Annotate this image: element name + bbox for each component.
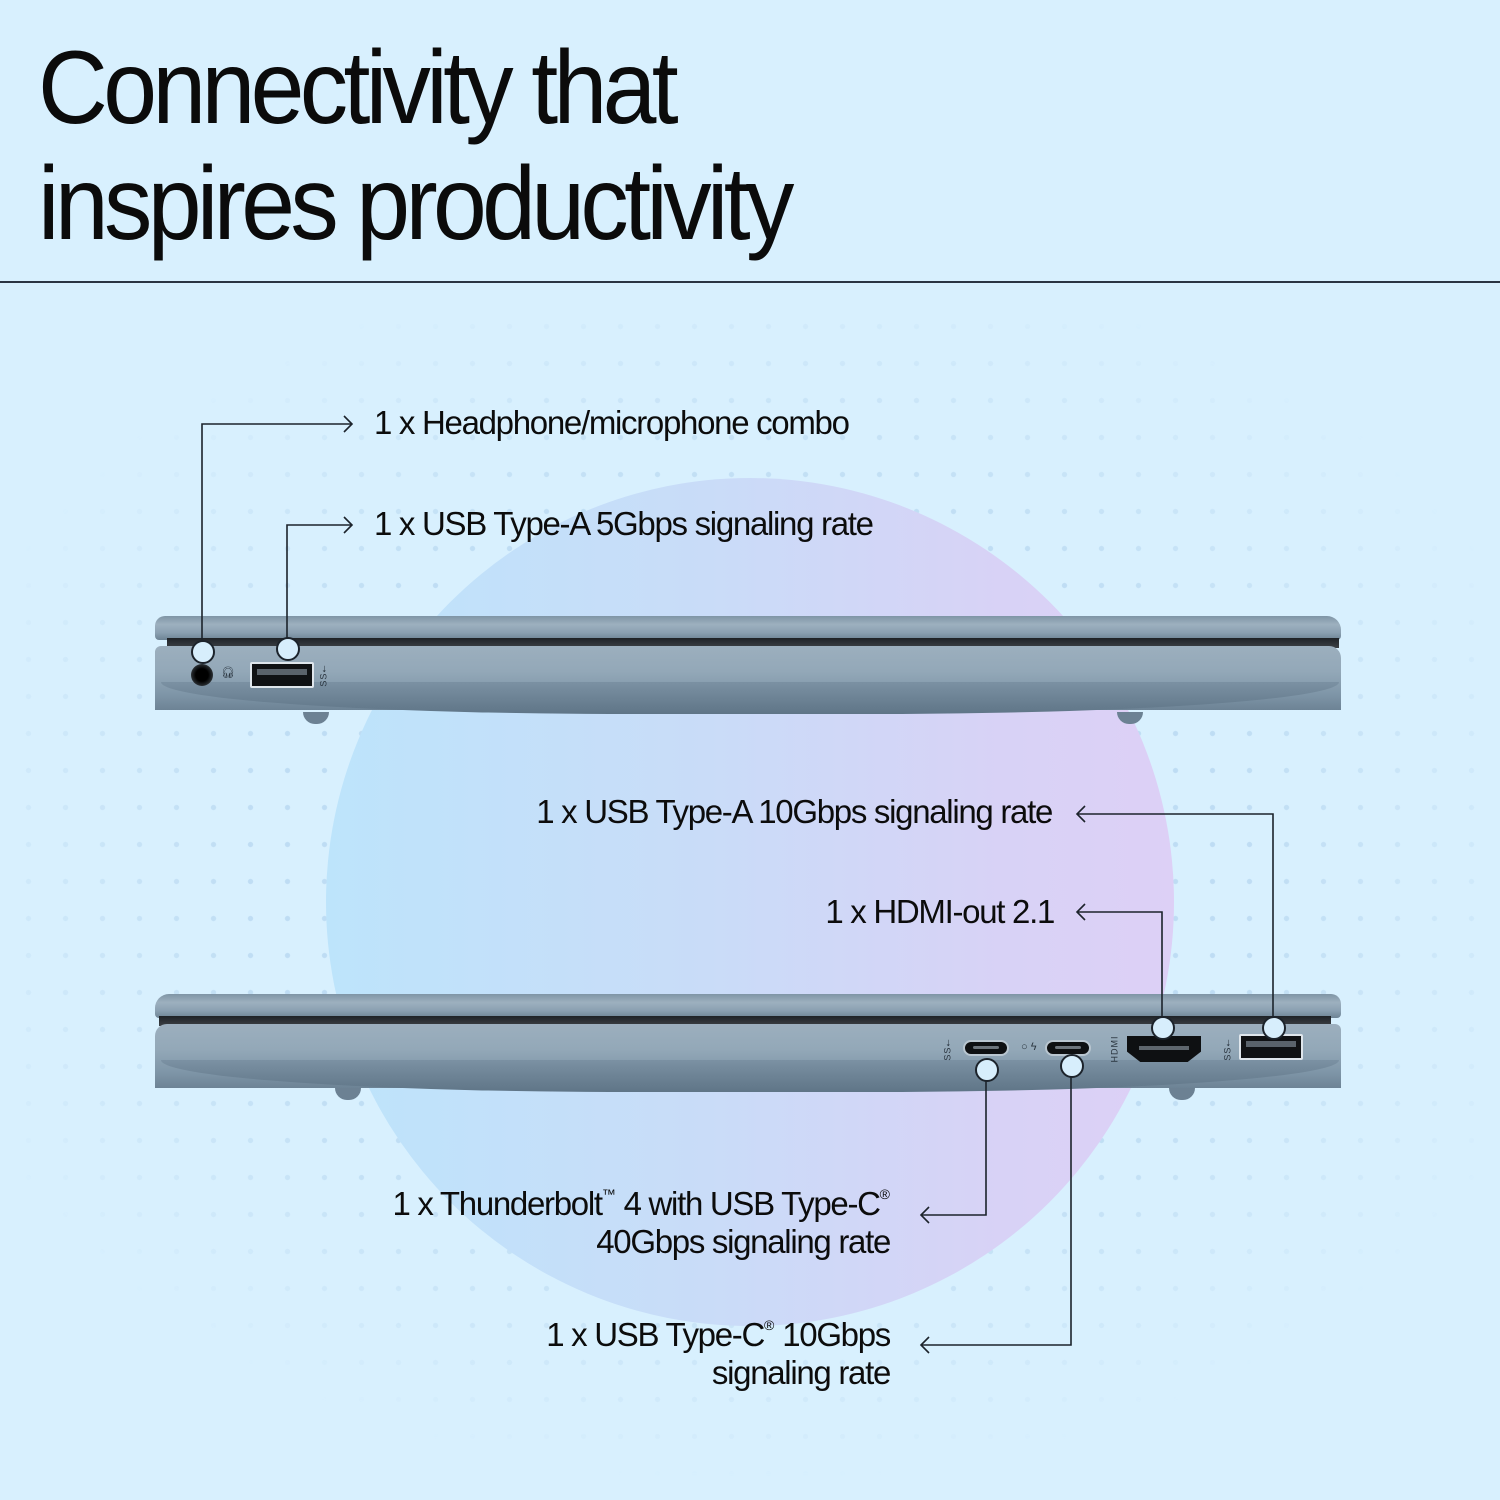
- header-divider: [0, 281, 1500, 283]
- header: Connectivity that inspires productivity: [0, 0, 1500, 282]
- port-marker-hdmi: [1151, 1016, 1175, 1040]
- port-marker-usb-c-10gbps: [1060, 1054, 1084, 1078]
- port-marker-thunderbolt: [975, 1058, 999, 1082]
- hdmi-port: [1127, 1036, 1201, 1062]
- headphone-icon: 🎧︎: [221, 667, 235, 679]
- rubber-foot: [303, 712, 329, 724]
- laptop-lid: [155, 994, 1341, 1018]
- laptop-left-side-view: 🎧︎ SS⭠: [155, 616, 1345, 726]
- callout-usb-a-10gbps: 1 x USB Type-A 10Gbps signaling rate: [536, 793, 1053, 830]
- callout-hdmi-out: 1 x HDMI-out 2.1: [825, 893, 1055, 930]
- title-line-2: inspires productivity: [38, 146, 794, 262]
- rubber-foot: [1117, 712, 1143, 724]
- rubber-foot: [1169, 1088, 1195, 1100]
- callout-thunderbolt-4: 1 x Thunderbolt™ 4 with USB Type-C® 40Gb…: [392, 1185, 892, 1260]
- thunderbolt-4-usb-c-port: [963, 1040, 1009, 1056]
- rubber-foot: [335, 1088, 361, 1100]
- headphone-jack-port: [191, 664, 213, 686]
- hdmi-logo-icon: HDMI: [1109, 1035, 1120, 1063]
- usb-a-5gbps-port: [250, 662, 314, 688]
- callout-usb-c-10gbps: 1 x USB Type-C® 10Gbps signaling rate: [546, 1316, 891, 1391]
- thunderbolt-icon: ○ ϟ: [1021, 1041, 1037, 1053]
- laptop-right-side-view: SS⭠ ○ ϟ HDMI SS⭠: [155, 994, 1345, 1104]
- port-marker-usb-a-5gbps: [276, 637, 300, 661]
- callout-headphone-combo: 1 x Headphone/microphone combo: [374, 404, 850, 441]
- laptop-lid: [155, 616, 1341, 640]
- laptop-hinge-gap: [167, 638, 1339, 648]
- laptop-hinge-gap: [159, 1016, 1331, 1026]
- port-marker-usb-a-10gbps: [1262, 1016, 1286, 1040]
- usb-superspeed-icon: SS⭠: [942, 1038, 953, 1061]
- title-line-1: Connectivity that: [38, 30, 679, 146]
- port-marker-headphone: [191, 640, 215, 664]
- callout-usb-a-5gbps: 1 x USB Type-A 5Gbps signaling rate: [374, 505, 874, 542]
- page-title: Connectivity that inspires productivity: [38, 30, 794, 262]
- usb-superspeed-icon: SS⭠: [1222, 1038, 1233, 1061]
- usb-superspeed-icon: SS⭠: [318, 664, 329, 687]
